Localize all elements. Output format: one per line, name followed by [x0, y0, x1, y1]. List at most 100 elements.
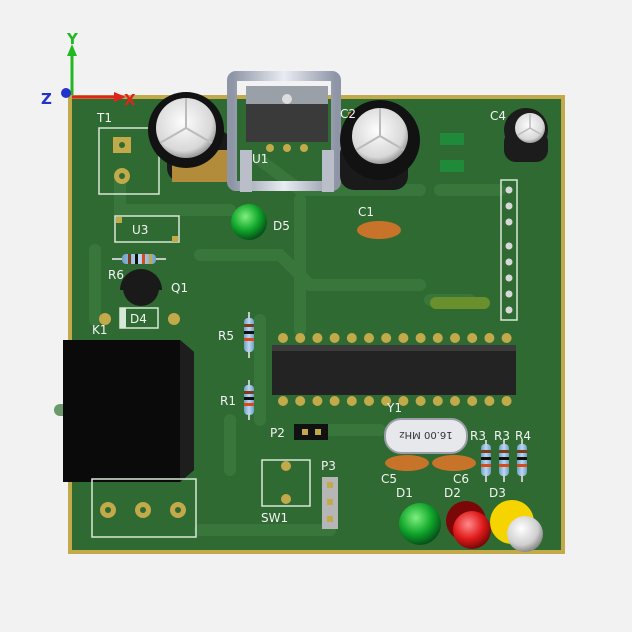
label-d3: D3	[489, 486, 506, 500]
ic-pin	[450, 333, 460, 343]
ic-pin	[381, 396, 392, 406]
label-d5: D5	[273, 219, 290, 233]
microcontroller-ic	[272, 345, 516, 395]
label-y1: Y1	[386, 401, 402, 415]
label-p2: P2	[270, 426, 285, 440]
label-d4: D4	[130, 312, 147, 326]
u3-outline	[114, 215, 180, 243]
electrolytic-capacitor-left	[148, 92, 231, 182]
label-p3: P3	[321, 459, 336, 473]
ic-pin	[398, 396, 409, 406]
relay-k1	[63, 340, 194, 482]
ic-pin	[381, 333, 392, 343]
label-q1: Q1	[171, 281, 188, 295]
ic-pin	[415, 333, 426, 343]
label-d2: D2	[444, 486, 461, 500]
ic-pin	[278, 333, 288, 343]
resistor-r1	[244, 380, 254, 420]
ic-pin	[501, 396, 512, 406]
resistor-band	[499, 457, 509, 460]
label-c6: C6	[453, 472, 469, 486]
header-pin	[505, 274, 513, 282]
ic-pin	[278, 396, 288, 406]
ceramic-capacitor-c1	[357, 221, 401, 239]
label-d1: D1	[396, 486, 413, 500]
header-pin	[505, 258, 513, 266]
t1-outline	[98, 127, 160, 195]
ic-pin	[312, 333, 323, 343]
label-c2: C2	[340, 107, 356, 121]
header-pin	[505, 218, 513, 226]
resistor-band	[499, 450, 509, 453]
label-u1: U1	[252, 152, 268, 166]
led-d2	[453, 511, 491, 549]
label-r6: R6	[108, 268, 124, 282]
ic-pin	[467, 333, 478, 343]
header-pin	[505, 202, 513, 210]
label-c5: C5	[381, 472, 397, 486]
ic-pin	[501, 333, 512, 343]
resistor-band	[481, 457, 491, 460]
label-c4: C4	[490, 109, 506, 123]
axis-z-label: Z	[41, 90, 52, 108]
resistor-band	[481, 450, 491, 453]
ic-pin	[364, 333, 374, 343]
ic-pin	[484, 396, 495, 406]
ic-pin	[432, 333, 443, 343]
header-p2	[294, 424, 328, 440]
label-u3: U3	[132, 223, 148, 237]
resistor-band	[481, 464, 491, 467]
ceramic-capacitor-c5	[385, 455, 429, 471]
electrolytic-capacitor-c2	[340, 100, 420, 190]
axis-y-label: Y	[66, 30, 79, 48]
crystal-y1	[384, 418, 468, 454]
label-r4: R4	[515, 429, 531, 443]
ic-pin	[432, 396, 443, 406]
resistor-band	[517, 450, 527, 453]
ceramic-capacitor-c6	[432, 455, 476, 471]
label-r5: R5	[218, 329, 234, 343]
smd-pad	[440, 133, 464, 145]
label-r3b: R3	[494, 429, 510, 443]
axis-indicator: Y X Z	[41, 30, 136, 109]
ic-pin	[295, 333, 306, 343]
resistors-right	[481, 440, 527, 482]
label-k1: K1	[92, 323, 108, 337]
ic-pin	[450, 396, 460, 406]
label-r3a: R3	[470, 429, 486, 443]
label-c1: C1	[358, 205, 374, 219]
ic-pin	[484, 333, 495, 343]
resistor-r5	[244, 312, 254, 358]
label-sw1: SW1	[261, 511, 288, 525]
ic-pin	[467, 396, 478, 406]
header-right-pins	[505, 186, 513, 314]
smd-pad	[430, 297, 490, 309]
header-pin	[505, 186, 513, 194]
led-d3	[507, 516, 543, 552]
ic-pin	[415, 396, 426, 406]
label-r1: R1	[220, 394, 236, 408]
header-pin	[505, 290, 513, 298]
led-d5	[231, 204, 267, 240]
ic-pin	[329, 333, 340, 343]
led-d1	[399, 503, 441, 545]
ic-pins	[278, 333, 512, 406]
label-t1: T1	[96, 111, 112, 125]
ic-pin	[329, 396, 340, 406]
smd-pad	[440, 160, 464, 172]
axis-x-label: X	[124, 91, 136, 109]
resistor-band	[517, 457, 527, 460]
voltage-regulator-u1	[227, 71, 341, 192]
header-pin	[505, 306, 513, 314]
ic-pin	[398, 333, 409, 343]
terminal-block-outline	[91, 478, 197, 538]
crystal-text: 16.00 MHz	[399, 429, 452, 440]
header-pin	[505, 242, 513, 250]
ic-pin	[364, 396, 374, 406]
resistor-band	[517, 464, 527, 467]
resistor-r6	[112, 254, 166, 264]
electrolytic-capacitor-c4	[504, 108, 548, 162]
ic-pin	[346, 396, 357, 406]
ic-pin	[346, 333, 357, 343]
